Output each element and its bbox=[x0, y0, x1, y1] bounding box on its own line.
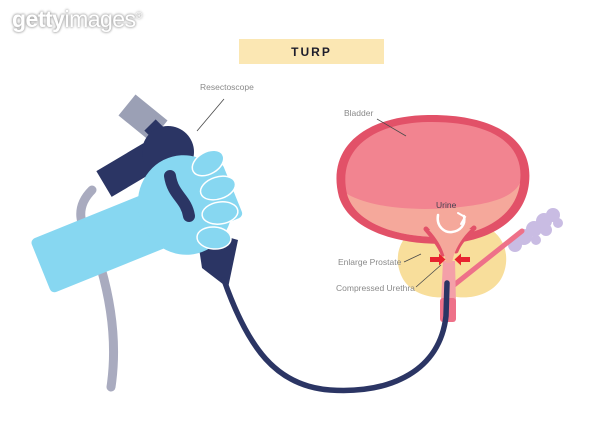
instrument-group bbox=[31, 94, 243, 392]
resectoscope-cable bbox=[221, 277, 450, 394]
urine-label: Urine bbox=[436, 200, 457, 210]
registered-mark-icon: ® bbox=[135, 10, 143, 21]
leader-lines bbox=[196, 98, 442, 288]
glove-fingers bbox=[191, 149, 239, 250]
urine-swirl-arrow-icon bbox=[436, 212, 467, 234]
resectoscope-leader-line bbox=[196, 98, 225, 132]
enlarge-prostate-leader-line bbox=[403, 253, 422, 263]
diagram-title-box: TURP bbox=[239, 39, 384, 64]
resectoscope-handle bbox=[164, 170, 195, 222]
vas-deferens bbox=[446, 228, 525, 292]
compression-arrow-left-icon bbox=[430, 253, 446, 266]
watermark-brand-regular: images bbox=[64, 6, 136, 32]
compressed-urethra-label: Compressed Urethra bbox=[336, 283, 415, 293]
gettyimages-watermark: gettyimages® bbox=[12, 6, 142, 33]
anatomy-group bbox=[336, 114, 563, 322]
watermark-brand-bold: getty bbox=[12, 6, 65, 32]
urine-pool bbox=[347, 183, 520, 237]
seminal-vesicle bbox=[508, 208, 563, 252]
bladder-neck-wall-left bbox=[423, 226, 446, 257]
resectoscope-label: Resectoscope bbox=[200, 82, 254, 92]
diagram-title: TURP bbox=[291, 44, 332, 59]
enlarge-prostate-label: Enlarge Prostate bbox=[338, 257, 402, 267]
bladder-leader-line bbox=[376, 118, 407, 137]
compressed-urethra-leader-line bbox=[415, 264, 442, 288]
bladder-neck-wall-right bbox=[453, 225, 477, 254]
bladder-neck-funnel bbox=[429, 229, 471, 263]
compression-arrow-right-icon bbox=[454, 253, 470, 266]
bladder-label: Bladder bbox=[344, 108, 374, 118]
